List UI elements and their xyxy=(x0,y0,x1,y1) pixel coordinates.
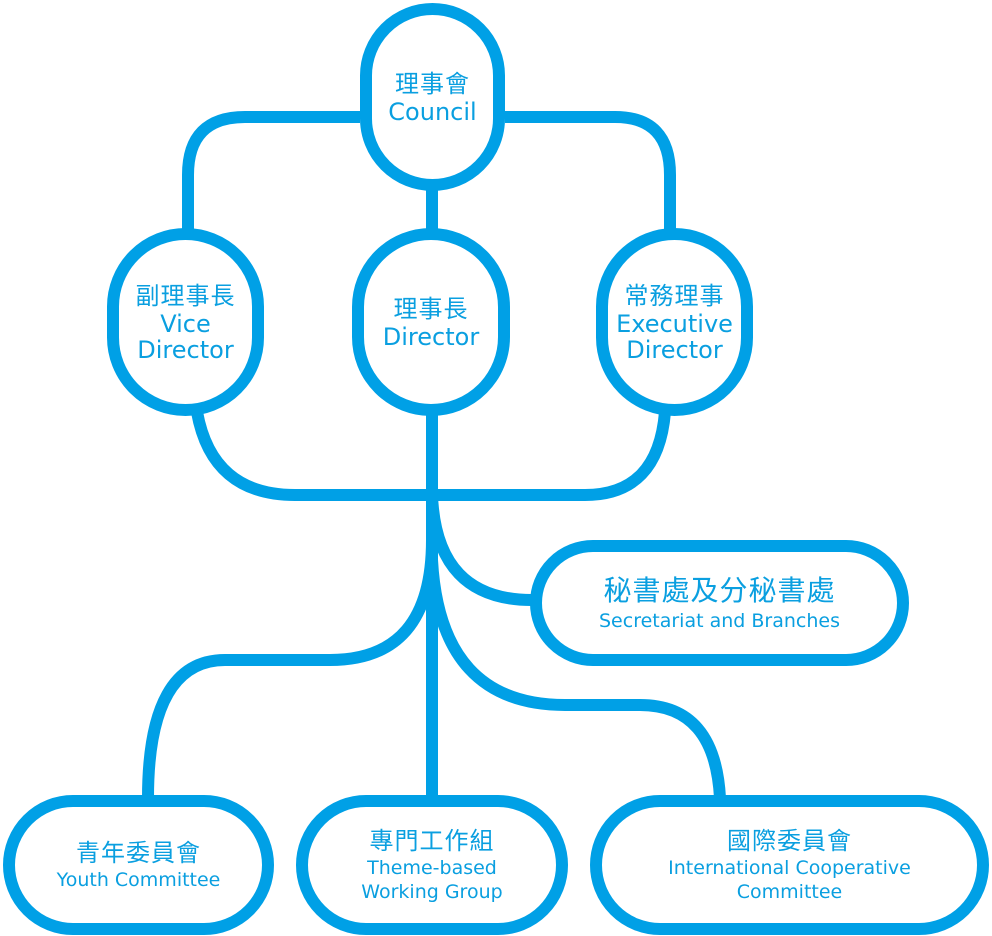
youth-zh: 青年委員會 xyxy=(76,839,201,867)
connector-council-vice xyxy=(182,111,360,230)
theme-en-1: Theme-based xyxy=(367,857,497,879)
executive-director-zh: 常務理事 xyxy=(624,282,725,310)
council-en: Council xyxy=(388,98,477,126)
connector-leaders-bus xyxy=(191,410,671,501)
vice-director-en-1: Vice xyxy=(160,310,211,338)
executive-director-en-1: Executive xyxy=(616,310,733,338)
vice-director-zh: 副理事長 xyxy=(135,282,236,310)
node-secretariat: 秘書處及分秘書處 Secretariat and Branches xyxy=(530,540,909,666)
director-en: Director xyxy=(382,323,480,351)
secretariat-en: Secretariat and Branches xyxy=(599,610,840,632)
node-youth-committee: 青年委員會 Youth Committee xyxy=(3,795,274,935)
connector-international xyxy=(426,559,726,799)
director-zh: 理事長 xyxy=(393,295,469,323)
secretariat-zh: 秘書處及分秘書處 xyxy=(603,574,836,607)
connector-secretariat xyxy=(426,494,533,606)
international-en-1: International Cooperative xyxy=(668,857,911,879)
node-executive-director: 常務理事 Executive Director xyxy=(596,228,753,416)
vice-director-en-2: Director xyxy=(137,336,234,364)
connector-youth xyxy=(142,539,438,799)
international-en-2: Committee xyxy=(736,881,843,903)
node-international-committee: 國際委員會 International Cooperative Committe… xyxy=(590,795,989,935)
node-vice-director: 副理事長 Vice Director xyxy=(107,228,264,416)
youth-en: Youth Committee xyxy=(56,869,221,891)
theme-zh: 專門工作組 xyxy=(369,827,495,855)
theme-en-2: Working Group xyxy=(361,881,503,903)
international-zh: 國際委員會 xyxy=(727,827,852,855)
council-zh: 理事會 xyxy=(395,70,470,98)
executive-director-en-2: Director xyxy=(626,336,723,364)
node-theme-working-group: 專門工作組 Theme-based Working Group xyxy=(296,795,568,935)
connector-council-executive xyxy=(505,111,676,230)
node-council: 理事會 Council xyxy=(360,3,505,191)
node-director: 理事長 Director xyxy=(352,228,510,416)
